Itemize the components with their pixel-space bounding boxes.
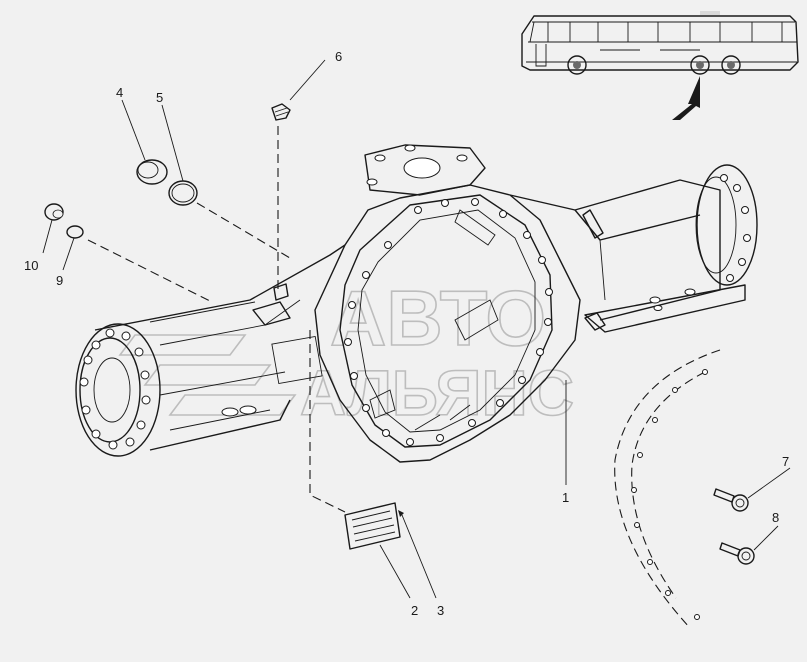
plug-4 (136, 159, 168, 185)
callout-7: 7 (782, 454, 789, 469)
callout-3: 3 (437, 603, 444, 618)
bolt-8 (719, 542, 755, 565)
callout-10: 10 (24, 258, 38, 273)
banjo-housing (314, 184, 581, 463)
watermark-logo (118, 334, 297, 416)
arrow-icon (672, 76, 700, 120)
watermark: АВТО АЛЬЯНС (118, 273, 575, 430)
bolt-7 (713, 488, 749, 512)
bus-icon (521, 11, 799, 75)
watermark-line1: АВТО (330, 274, 546, 362)
left-flange (75, 323, 161, 457)
axle-housing (75, 144, 758, 463)
assembly-lines (87, 126, 346, 513)
rivet-3 (398, 510, 404, 517)
cover-outline (614, 349, 721, 629)
seal-ring-5 (168, 180, 198, 206)
callout-6: 6 (335, 49, 342, 64)
watermark-line2: АЛЬЯНС (300, 357, 574, 429)
callouts: 4 5 6 10 9 1 2 3 7 8 (24, 49, 789, 618)
leader-lines (42, 59, 791, 599)
vent-6 (271, 103, 291, 121)
nameplate-2 (344, 502, 401, 550)
callout-2: 2 (411, 603, 418, 618)
right-flange (695, 164, 758, 286)
callout-4: 4 (116, 85, 123, 100)
callout-8: 8 (772, 510, 779, 525)
plug-10 (44, 203, 64, 221)
top-pad (364, 144, 486, 196)
seal-ring-9 (66, 225, 84, 239)
callout-9: 9 (56, 273, 63, 288)
callout-1: 1 (562, 490, 569, 505)
callout-5: 5 (156, 90, 163, 105)
